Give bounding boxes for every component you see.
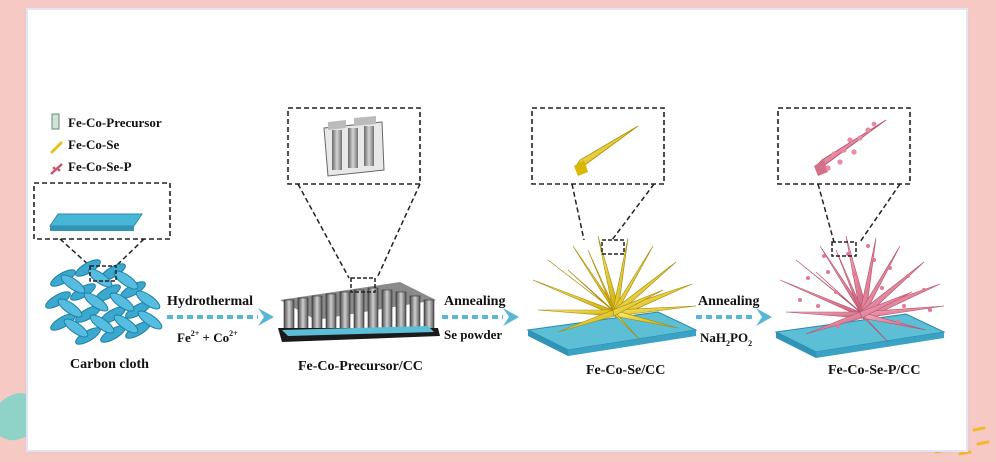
legend-item-fe-co-se-p: Fe-Co-Se-P	[50, 159, 132, 175]
legend-item-precursor: Fe-Co-Precursor	[51, 113, 162, 130]
stage-fe-co-se-p: Fe-Co-Se-P/CC	[774, 107, 946, 378]
fe-co-se-p-legend-icon	[50, 163, 63, 175]
fe-co-se-nanoneedle-array	[532, 235, 697, 341]
phosphide-particles	[798, 244, 932, 328]
arrow-head-icon	[756, 308, 772, 326]
step-label-annealing-2: Annealing	[698, 294, 759, 309]
step-label-annealing-1: Annealing	[444, 294, 505, 309]
zoom-box-fe-co-se-p	[777, 107, 911, 185]
arrow-annealing-nah2po2: Annealing NaH2PO2	[696, 294, 772, 348]
fe-co-se-legend-icon	[50, 141, 63, 154]
fe-co-se-p-nanoneedle-zoom	[814, 119, 887, 176]
legend-label-fe-co-se: Fe-Co-Se	[68, 137, 119, 152]
carbon-cloth-weave	[45, 259, 163, 345]
legend: Fe-Co-Precursor Fe-Co-Se Fe-Co-Se-P	[50, 113, 162, 175]
zoom-marker	[89, 265, 117, 282]
step-conditions-fe-co: Fe2+ + Co2+	[177, 329, 238, 345]
step-conditions-nah2po2: NaH2PO2	[700, 330, 752, 348]
fe-co-se-p-nanoneedle-array	[779, 235, 945, 343]
legend-item-fe-co-se: Fe-Co-Se	[50, 137, 119, 154]
step-label-hydrothermal: Hydrothermal	[167, 294, 253, 309]
fe-co-se-nanoneedle-zoom	[575, 125, 639, 171]
stage-precursor: Fe-Co-Precursor/CC	[278, 107, 440, 374]
stage-label-carbon-cloth: Carbon cloth	[70, 357, 149, 372]
precursor-nanosheet-zoom	[323, 116, 385, 177]
figure-panel: Fe-Co-Precursor Fe-Co-Se Fe-Co-Se-P	[28, 10, 966, 450]
zoom-box-carbon-cloth	[33, 182, 171, 240]
arrow-head-icon	[258, 308, 274, 326]
step-conditions-se-powder: Se powder	[444, 327, 502, 342]
arrow-hydrothermal: Hydrothermal Fe2+ + Co2+	[167, 294, 274, 345]
stage-label-fe-co-se: Fe-Co-Se/CC	[586, 363, 665, 378]
stage-fe-co-se: Fe-Co-Se/CC	[526, 107, 698, 378]
arrow-head-icon	[503, 308, 519, 326]
legend-label-fe-co-se-p: Fe-Co-Se-P	[68, 159, 132, 174]
precursor-legend-icon	[51, 113, 60, 130]
synthesis-diagram: Fe-Co-Precursor Fe-Co-Se Fe-Co-Se-P	[33, 107, 946, 378]
stage-label-precursor: Fe-Co-Precursor/CC	[298, 359, 423, 374]
zoom-box-fe-co-se	[531, 107, 665, 185]
stage-carbon-cloth: Carbon cloth	[33, 182, 171, 372]
zoom-box-precursor	[287, 107, 421, 185]
legend-label-precursor: Fe-Co-Precursor	[68, 115, 162, 130]
precursor-array	[278, 282, 440, 342]
stage-label-fe-co-se-p: Fe-Co-Se-P/CC	[828, 363, 921, 378]
substrate-zoom-icon	[49, 213, 143, 227]
arrow-annealing-se: Annealing Se powder	[442, 294, 519, 342]
